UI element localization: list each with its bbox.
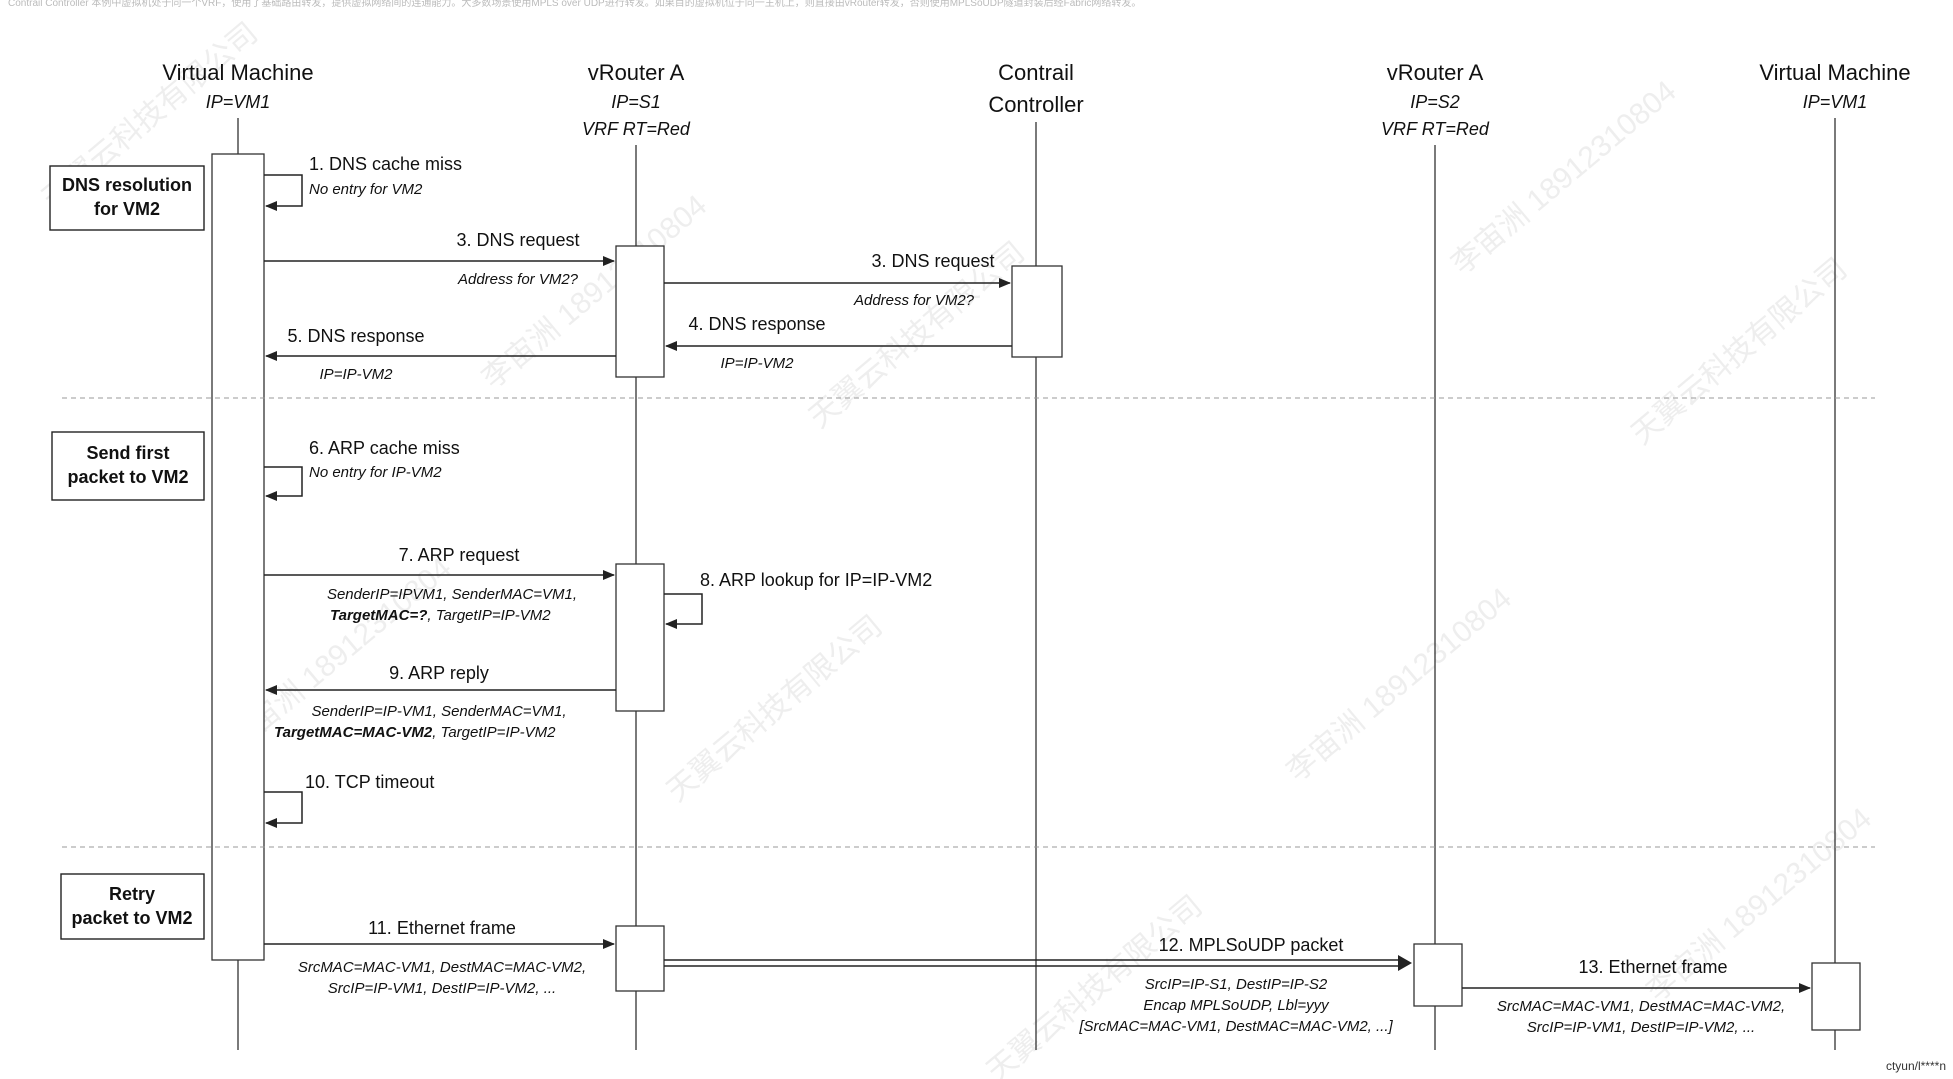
msg-sub: No entry for VM2	[309, 181, 423, 198]
msg-label: 5. DNS response	[287, 326, 424, 346]
msg-label: 12. MPLSoUDP packet	[1159, 935, 1344, 955]
msg-sub-bold: TargetMAC=MAC-VM2	[274, 724, 433, 741]
msg-sub: SrcMAC=MAC-VM1, DestMAC=MAC-VM2,	[298, 959, 586, 976]
phase-label-dns: DNS resolution for VM2	[49, 165, 205, 231]
msg-label: 4. DNS response	[688, 314, 825, 334]
msg-sub: Address for VM2?	[853, 292, 975, 309]
arrow-dns-cache-miss	[264, 174, 303, 211]
lifeline-name: vRouter A	[588, 60, 685, 85]
phase-title: Send first	[86, 443, 169, 463]
msg-sub: SrcIP=IP-VM1, DestIP=IP-VM2, ...	[1527, 1019, 1755, 1036]
arrow-tcp-timeout	[264, 791, 303, 828]
activation-vrouter-arp	[615, 563, 665, 712]
msg-label: 7. ARP request	[399, 545, 520, 565]
activation-boxes	[211, 153, 1861, 1031]
msg-sub: SrcMAC=MAC-VM1, DestMAC=MAC-VM2,	[1497, 998, 1785, 1015]
watermark-text: 天翼云科技有限公司	[1625, 252, 1853, 451]
msg-sub: SenderIP=IP-VM1, SenderMAC=VM1,	[311, 703, 566, 720]
activation-vrouter-s2	[1413, 943, 1463, 1007]
lifeline-header-vrouter-s2: vRouter A IP=S2 VRF RT=Red	[1381, 60, 1490, 139]
lifeline-name: Virtual Machine	[1759, 60, 1910, 85]
arrow-arp-cache-miss	[264, 466, 303, 501]
phase-title-line2: for VM2	[94, 199, 160, 219]
footer-credit: ctyun/l****n	[1886, 1059, 1946, 1073]
phase-label-send: Send first packet to VM2	[51, 431, 205, 501]
msg-sub-line2: TargetMAC=MAC-VM2, TargetIP=IP-VM2	[274, 724, 556, 741]
msg-label: 8. ARP lookup for IP=IP-VM2	[700, 570, 932, 590]
lifeline-ip: IP=VM1	[1803, 92, 1868, 112]
arrow-mplsoudp-head	[1398, 955, 1412, 971]
phase-title: Retry	[109, 884, 155, 904]
lifeline-ip: IP=S2	[1410, 92, 1460, 112]
msg-sub: [SrcMAC=MAC-VM1, DestMAC=MAC-VM2, ...]	[1078, 1018, 1393, 1035]
lifeline-header-vrouter-s1: vRouter A IP=S1 VRF RT=Red	[582, 60, 691, 139]
message-labels: 1. DNS cache miss No entry for VM2 3. DN…	[274, 154, 1785, 1036]
activation-controller	[1011, 265, 1063, 358]
phase-title-line2: packet to VM2	[71, 908, 192, 928]
phase-title-line2: packet to VM2	[67, 467, 188, 487]
msg-label: 13. Ethernet frame	[1578, 957, 1727, 977]
lifeline-ip: IP=S1	[611, 92, 661, 112]
msg-label: 6. ARP cache miss	[309, 438, 460, 458]
msg-label: 3. DNS request	[871, 251, 994, 271]
activation-vm2	[1811, 962, 1861, 1031]
lifelines	[237, 118, 1836, 1050]
arrow-arp-lookup	[664, 593, 703, 629]
msg-sub-bold: TargetMAC=?	[330, 607, 427, 624]
msg-sub: SrcIP=IP-VM1, DestIP=IP-VM2, ...	[328, 980, 556, 997]
message-arrows	[264, 174, 1811, 993]
lifeline-name: vRouter A	[1387, 60, 1484, 85]
msg-label: 1. DNS cache miss	[309, 154, 462, 174]
msg-sub-line2: TargetMAC=?, TargetIP=IP-VM2	[330, 607, 551, 624]
msg-sub: No entry for IP-VM2	[309, 464, 442, 481]
phase-label-retry: Retry packet to VM2	[60, 873, 205, 940]
activation-vm1	[211, 153, 265, 961]
msg-sub: Encap MPLSoUDP, Lbl=yyy	[1143, 997, 1330, 1014]
watermark-text: 李宙洲 18912310804	[1445, 75, 1682, 281]
lifeline-header-vm1: Virtual Machine IP=VM1	[162, 60, 313, 112]
msg-sub: SenderIP=IPVM1, SenderMAC=VM1,	[327, 586, 577, 603]
lifeline-vrf: VRF RT=Red	[1381, 119, 1490, 139]
msg-sub: IP=IP-VM2	[320, 366, 394, 383]
lifeline-name: Virtual Machine	[162, 60, 313, 85]
watermark-text: 李宙洲 18912310804	[1281, 582, 1518, 788]
watermark-layer: 天翼云科技有限公司 李宙洲 18912310804 天翼云科技有限公司 李宙洲 …	[36, 17, 1878, 1079]
lifeline-header-controller: Contrail Controller	[988, 60, 1083, 117]
msg-sub: Address for VM2?	[457, 271, 579, 288]
msg-sub: SrcIP=IP-S1, DestIP=IP-S2	[1145, 976, 1328, 993]
lifeline-name-line2: Controller	[988, 92, 1083, 117]
msg-sub-rest: , TargetIP=IP-VM2	[432, 724, 556, 741]
activation-vrouter-dns	[615, 245, 665, 378]
msg-sub: IP=IP-VM2	[721, 355, 795, 372]
lifeline-header-vm2: Virtual Machine IP=VM1	[1759, 60, 1910, 112]
lifeline-ip: IP=VM1	[206, 92, 271, 112]
activation-vrouter-forward	[615, 925, 665, 992]
watermark-text: 李宙洲 18912310804	[476, 189, 713, 395]
msg-label: 10. TCP timeout	[305, 772, 434, 792]
msg-label: 11. Ethernet frame	[368, 918, 516, 938]
top-strip-text: Contrail Controller 本例中虚拟机处于同一个VRF，使用了基础…	[8, 0, 1141, 9]
phase-title: DNS resolution	[62, 175, 192, 195]
lifeline-vrf: VRF RT=Red	[582, 119, 691, 139]
msg-sub-rest: , TargetIP=IP-VM2	[427, 607, 551, 624]
lifeline-name: Contrail	[998, 60, 1074, 85]
msg-label: 3. DNS request	[456, 230, 579, 250]
watermark-text: 天翼云科技有限公司	[661, 609, 889, 808]
msg-label: 9. ARP reply	[389, 663, 489, 683]
